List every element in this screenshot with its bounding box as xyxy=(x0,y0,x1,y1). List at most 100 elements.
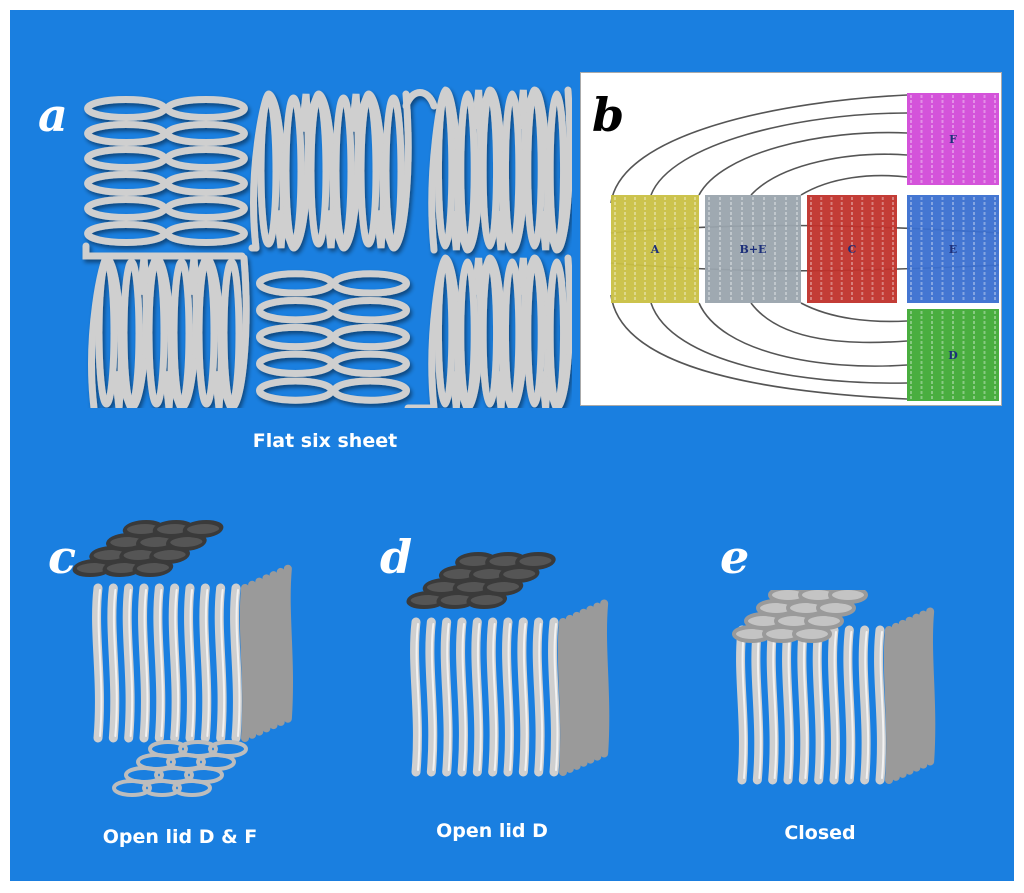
front-strand xyxy=(874,625,886,785)
side-strand xyxy=(883,626,895,784)
box-closed xyxy=(732,590,936,785)
strand-loop xyxy=(524,90,545,250)
front-strand xyxy=(486,617,499,777)
strand-path xyxy=(428,86,572,254)
strand-loop xyxy=(332,94,355,248)
routing-curve xyxy=(698,131,908,196)
side-strand xyxy=(239,584,251,742)
strand-loop xyxy=(501,90,523,250)
routing-curve xyxy=(750,153,908,196)
strand-loop xyxy=(282,94,305,248)
block-a: A xyxy=(611,195,699,303)
strand-loop xyxy=(256,323,335,351)
side-strand xyxy=(918,610,929,769)
routing-curve xyxy=(750,302,908,344)
lid-top-closed xyxy=(732,590,868,643)
side-strand xyxy=(585,605,596,764)
panel-a-letter: a xyxy=(38,88,68,142)
block-be: B+E xyxy=(705,195,801,303)
front-strand xyxy=(107,583,120,743)
strand-loop xyxy=(434,258,456,408)
side-strand xyxy=(246,580,258,739)
side-strand xyxy=(261,574,272,733)
front-strand xyxy=(410,617,422,777)
front-strand xyxy=(214,583,227,743)
strand-loop xyxy=(331,350,410,377)
block-label: B+E xyxy=(740,243,767,256)
block-e: E xyxy=(907,195,999,303)
side-strand xyxy=(557,618,569,776)
side-strand xyxy=(254,577,265,736)
strand-loop xyxy=(164,96,248,121)
strand-loop xyxy=(164,146,248,171)
side-strand xyxy=(592,602,603,761)
panel-c-caption: Open lid D & F xyxy=(102,826,258,848)
front-strand xyxy=(230,583,242,743)
lid-d-open xyxy=(406,552,556,609)
side-strand xyxy=(598,599,610,758)
flat-six-sheet-diagram xyxy=(82,86,572,408)
block-label: A xyxy=(650,243,660,256)
strand-loop xyxy=(331,323,410,351)
strand-loop xyxy=(84,121,168,146)
panel-d-letter: d xyxy=(380,530,413,584)
side-strand xyxy=(578,608,589,767)
panel-b-letter: b xyxy=(592,88,625,142)
strand-loop xyxy=(307,94,330,248)
block-label: E xyxy=(949,243,957,256)
strand-loop xyxy=(331,377,410,404)
strand-loop xyxy=(546,90,568,250)
side-strand xyxy=(564,614,576,773)
side-strand xyxy=(890,622,902,781)
box-open-lid-d xyxy=(406,552,610,777)
strand-loop xyxy=(546,258,568,408)
strand-loop xyxy=(145,258,168,408)
strand-loop xyxy=(84,196,168,221)
strand-connector xyxy=(402,89,438,110)
side-strand xyxy=(282,564,294,723)
strand-connector xyxy=(82,242,246,260)
block-label: D xyxy=(948,349,958,362)
block-c: C xyxy=(807,195,897,303)
strand-loop xyxy=(501,258,523,408)
strand-loop xyxy=(357,94,380,248)
front-strand xyxy=(532,617,545,777)
front-strand xyxy=(736,625,748,785)
front-strand xyxy=(797,625,810,785)
strand-loop xyxy=(164,221,248,246)
side-strand xyxy=(911,613,922,772)
lid-d-open xyxy=(112,740,248,797)
side-strand xyxy=(268,571,279,730)
strand-loop xyxy=(84,96,168,121)
front-strand xyxy=(828,625,840,785)
front-strand xyxy=(812,625,825,785)
strand-loop xyxy=(256,350,335,377)
strand-loop xyxy=(331,270,410,297)
strand-loop xyxy=(479,90,501,250)
front-strand xyxy=(858,625,871,785)
front-strand xyxy=(122,583,135,743)
strand-loop xyxy=(257,94,280,248)
strand-path xyxy=(250,90,412,252)
routing-curve xyxy=(800,302,908,323)
front-strand xyxy=(425,617,438,777)
routing-curve xyxy=(610,294,908,400)
front-strand xyxy=(782,625,794,785)
front-strand xyxy=(502,617,514,777)
strand-loop xyxy=(524,258,545,408)
side-strand xyxy=(897,619,908,778)
strand-loop xyxy=(457,258,478,408)
routing-curve xyxy=(698,302,908,367)
front-strand xyxy=(92,583,104,743)
strand-loop xyxy=(164,121,248,146)
side-strand xyxy=(904,616,915,775)
strand-loop xyxy=(457,90,478,250)
routing-curve xyxy=(650,112,908,196)
front-strand xyxy=(168,583,181,743)
strand-loop xyxy=(256,270,335,297)
block-f: F xyxy=(907,93,999,185)
side-strand xyxy=(924,607,936,766)
front-strand xyxy=(751,625,764,785)
strand-loop xyxy=(84,221,168,246)
